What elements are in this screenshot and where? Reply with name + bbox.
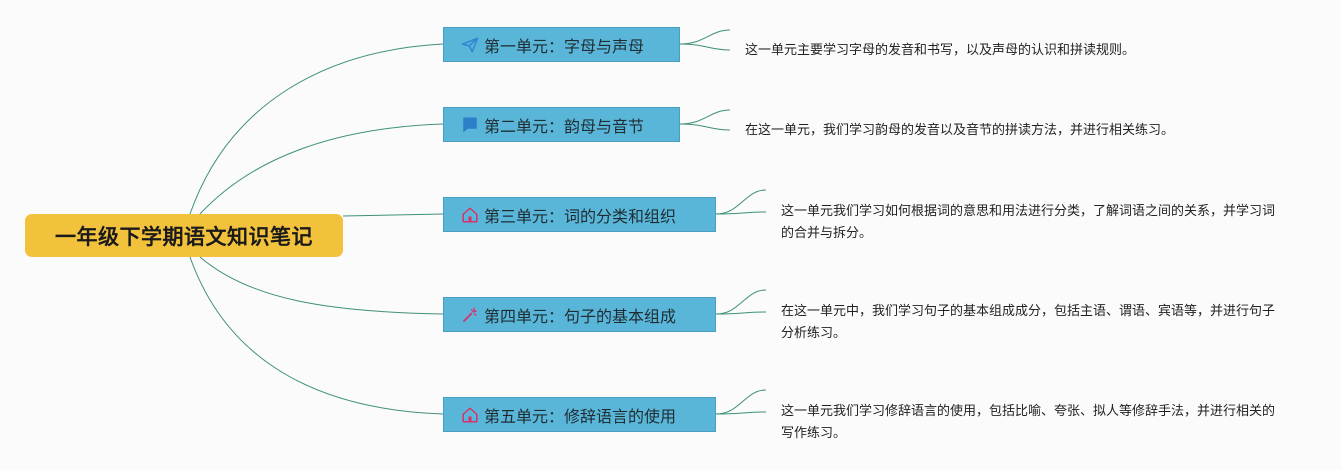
unit-5-title: 第五单元：修辞语言的使用 bbox=[484, 406, 677, 426]
unit-4-description: 在这一单元中，我们学习句子的基本组成成分，包括主语、谓语、宾语等，并进行句子分析… bbox=[781, 304, 1276, 341]
unit-2-title: 第二单元：韵母与音节 bbox=[484, 116, 645, 136]
flag-icon bbox=[460, 115, 480, 135]
unit-1-description: 这一单元主要学习字母的发音和书写，以及声母的认识和拼读规则。 bbox=[745, 43, 1136, 58]
unit-2-node[interactable]: 第二单元：韵母与音节 bbox=[443, 107, 680, 142]
unit-1-node[interactable]: 第一单元：字母与声母 bbox=[443, 27, 680, 62]
paper-plane-icon bbox=[460, 35, 480, 55]
home-icon bbox=[460, 205, 480, 225]
magic-wand-icon bbox=[460, 305, 480, 325]
home-icon bbox=[460, 405, 480, 425]
unit-3-title: 第三单元：词的分类和组织 bbox=[484, 206, 677, 226]
root-topic[interactable]: 一年级下学期语文知识笔记 bbox=[25, 214, 343, 257]
unit-3-description: 这一单元我们学习如何根据词的意思和用法进行分类，了解词语之间的关系，并学习词的合… bbox=[781, 204, 1276, 241]
unit-1-title: 第一单元：字母与声母 bbox=[484, 36, 645, 56]
unit-4-title: 第四单元：句子的基本组成 bbox=[484, 306, 677, 326]
unit-2-description: 在这一单元，我们学习韵母的发音以及音节的拼读方法，并进行相关练习。 bbox=[745, 123, 1175, 138]
unit-3-node[interactable]: 第三单元：词的分类和组织 bbox=[443, 197, 716, 232]
unit-5-node[interactable]: 第五单元：修辞语言的使用 bbox=[443, 397, 716, 432]
unit-4-node[interactable]: 第四单元：句子的基本组成 bbox=[443, 297, 716, 332]
unit-5-description: 这一单元我们学习修辞语言的使用，包括比喻、夸张、拟人等修辞手法，并进行相关的写作… bbox=[781, 404, 1276, 441]
